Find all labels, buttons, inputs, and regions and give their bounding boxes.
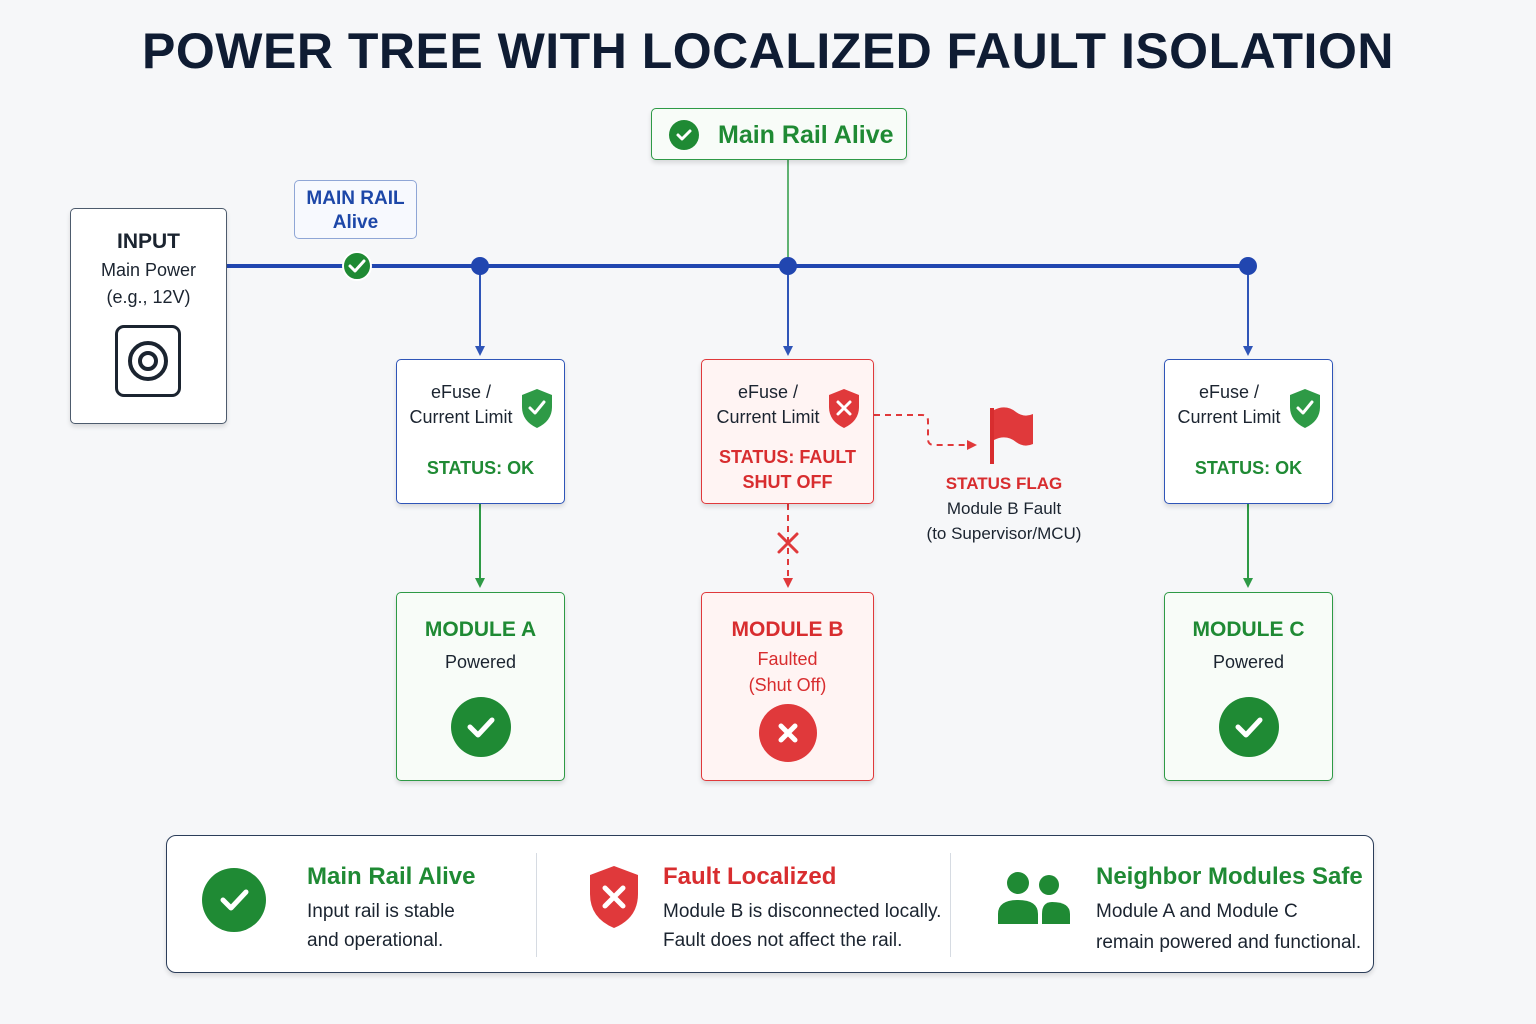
rail-check-icon [342, 251, 372, 281]
efuse-b-line1: eFuse / [737, 382, 799, 402]
rail-tag-line2: Alive [332, 212, 379, 233]
efuse-a-line1: eFuse / [430, 382, 492, 402]
shield-x-icon [590, 866, 638, 928]
junction-c [1239, 257, 1257, 275]
status-flag-title: STATUS FLAG [945, 474, 1063, 493]
junction-b [779, 257, 797, 275]
power-connector-icon [115, 325, 181, 397]
check-circle-icon [669, 120, 699, 150]
flag-signal-line [874, 414, 977, 450]
efuse-a-status: STATUS: OK [426, 458, 535, 478]
legend-title-rail: Main Rail Alive [307, 863, 476, 890]
shield-check-icon [522, 389, 552, 428]
legend-title-neighbors: Neighbor Modules Safe [1096, 863, 1363, 890]
check-circle-icon [202, 868, 266, 932]
legend-panel: Main Rail Alive Input rail is stable and… [166, 835, 1374, 973]
status-flag-label: STATUS FLAG Module B Fault (to Superviso… [914, 472, 1094, 546]
efuse-b-status: STATUS: FAULT [719, 447, 856, 467]
rail-tag: MAIN RAIL Alive [294, 180, 417, 239]
module-c-state: Powered [1212, 652, 1285, 672]
status-flag-line1: Module B Fault [946, 499, 1062, 518]
check-circle-icon [1219, 697, 1279, 757]
check-circle-icon [451, 697, 511, 757]
page-title: POWER TREE WITH LOCALIZED FAULT ISOLATIO… [142, 23, 1394, 79]
module-c: MODULE C Powered [1164, 592, 1333, 781]
legend-text-neighbors-2: remain powered and functional. [1096, 932, 1362, 953]
legend-divider [536, 853, 537, 957]
main-rail-badge: Main Rail Alive [651, 108, 907, 160]
rail-tag-line1: MAIN RAIL [306, 188, 405, 209]
efuse-a-line2: Current Limit [409, 407, 513, 427]
efuse-b: eFuse / Current Limit STATUS: FAULT SHUT… [701, 359, 874, 504]
module-b-state: Faulted [757, 649, 818, 669]
break-x-icon [777, 532, 799, 554]
main-rail-badge-label: Main Rail Alive [718, 121, 894, 149]
input-line1: Main Power [100, 260, 197, 280]
legend-text-neighbors-1: Module A and Module C [1096, 901, 1298, 922]
x-circle-icon [759, 704, 817, 762]
legend-text-fault-1: Module B is disconnected locally. [663, 901, 942, 922]
efuse-b-shutoff: SHUT OFF [742, 472, 833, 492]
input-line2: (e.g., 12V) [106, 287, 191, 307]
junction-a [471, 257, 489, 275]
efuse-c-status: STATUS: OK [1194, 458, 1303, 478]
efuse-a: eFuse / Current Limit STATUS: OK [396, 359, 565, 504]
red-flag-icon [990, 407, 1033, 464]
module-b-state-detail: (Shut Off) [748, 675, 827, 695]
input-box: INPUT Main Power (e.g., 12V) [70, 208, 227, 424]
module-b-name: MODULE B [731, 618, 844, 641]
module-a-name: MODULE A [424, 618, 537, 641]
people-icon [998, 872, 1070, 924]
status-flag-line2: (to Supervisor/MCU) [926, 524, 1082, 543]
module-c-name: MODULE C [1192, 618, 1305, 641]
legend-text-rail-2: and operational. [307, 930, 444, 951]
shield-check-icon [1290, 389, 1320, 428]
legend-divider [950, 853, 951, 957]
module-b: MODULE B Faulted (Shut Off) [701, 592, 874, 781]
efuse-b-line2: Current Limit [716, 407, 820, 427]
legend-text-fault-2: Fault does not affect the rail. [663, 930, 903, 951]
legend-text-rail-1: Input rail is stable [307, 901, 455, 922]
efuse-c: eFuse / Current Limit STATUS: OK [1164, 359, 1333, 504]
input-heading: INPUT [117, 230, 180, 253]
efuse-c-line2: Current Limit [1177, 407, 1281, 427]
module-a: MODULE A Powered [396, 592, 565, 781]
legend-title-fault: Fault Localized [663, 863, 837, 890]
efuse-c-line1: eFuse / [1198, 382, 1260, 402]
shield-x-icon [829, 389, 859, 428]
module-a-state: Powered [444, 652, 517, 672]
